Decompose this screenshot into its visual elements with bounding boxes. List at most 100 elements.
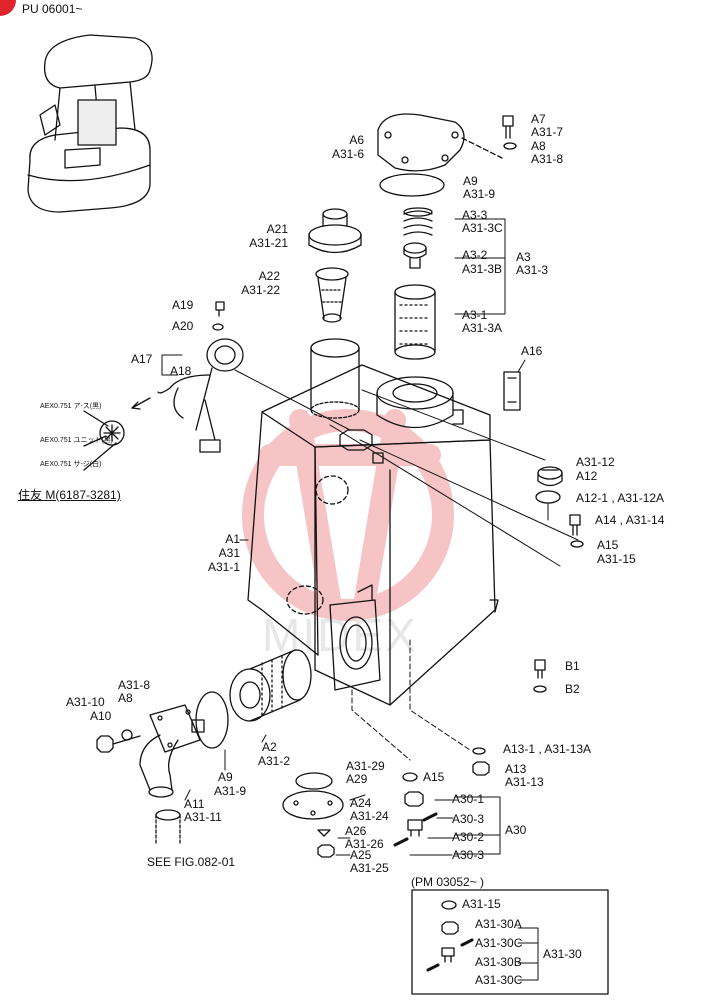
sensor-maker-label: 住友 M(6187-3281)	[18, 488, 121, 502]
o-ring-a9	[379, 173, 445, 197]
label-a31-3c: A31-3C	[462, 221, 503, 235]
bolt-a25	[317, 844, 335, 858]
label-b2: B2	[565, 682, 580, 696]
suction-elbow-a11	[139, 704, 201, 798]
label-a31-3b: A31-3B	[462, 262, 503, 276]
label-a30-3: A30-3	[452, 812, 485, 826]
washer-a8	[503, 142, 517, 150]
washer-a15-mid	[402, 772, 418, 782]
machine-thumbnail	[27, 34, 153, 213]
filter-element-a3-1	[394, 284, 436, 360]
washer-a8-lower	[121, 729, 133, 741]
hydraulic-tank-a1	[247, 364, 499, 706]
label-b1: B1	[565, 659, 580, 673]
washer-a20	[212, 323, 224, 331]
label-a31-22: A31-22	[241, 283, 280, 297]
label-see-fig: SEE FIG.082-01	[147, 855, 236, 869]
screw-a19	[215, 301, 225, 317]
label-a19: A19	[172, 298, 194, 312]
bolt-b1	[534, 659, 546, 679]
o-ring-a12-1	[535, 490, 561, 504]
label-a29: A29	[346, 772, 368, 786]
variant-box-title: (PM 03052~ )	[411, 875, 485, 889]
variant-box-frame	[411, 889, 609, 995]
label-a31-8: A31-8	[531, 152, 564, 166]
label-a31-11: A31-11	[184, 810, 222, 824]
spring-a3-3	[403, 207, 433, 236]
label-a31-9-lower: A31-9	[214, 784, 247, 798]
label-a20: A20	[172, 319, 194, 333]
label-a12: A12	[576, 469, 598, 483]
label-a15-top: A15	[597, 538, 619, 552]
label-a24: A24	[350, 796, 372, 810]
plug-a12	[537, 466, 563, 487]
label-a13: A13	[505, 762, 527, 776]
cover-a24	[282, 790, 344, 820]
bolt-a14	[569, 514, 581, 536]
sensor-connector-inset	[83, 397, 151, 471]
label-a3-2: A3-2	[462, 248, 488, 262]
label-a18: A18	[170, 364, 192, 378]
filler-neck	[310, 338, 360, 419]
variant-item-a31-30c: A31-30C	[475, 936, 523, 950]
fitting-a30-1	[404, 791, 424, 807]
label-a31-8-lower: A31-8	[118, 678, 151, 692]
label-a10: A10	[90, 709, 112, 723]
label-a31-13: A31-13	[505, 775, 544, 789]
label-a25: A25	[350, 848, 372, 862]
label-a12-1: A12-1 , A31-12A	[576, 491, 665, 505]
label-a31-1: A31-1	[207, 560, 240, 574]
bracket-a16	[503, 371, 521, 411]
label-a16: A16	[521, 344, 543, 358]
label-a31-25: A31-25	[350, 861, 389, 875]
sensor-label-ground: AEX0.751 ア-ス(黒)	[40, 403, 102, 410]
label-a31: A31	[218, 546, 240, 560]
label-a30: A30	[505, 823, 527, 837]
filter-element-a2	[229, 649, 312, 722]
label-a2: A2	[262, 740, 277, 754]
label-a21: A21	[266, 222, 288, 236]
gasket-a13-1	[472, 747, 486, 755]
label-a8: A8	[531, 139, 546, 153]
filler-cap-a21	[308, 208, 362, 254]
plug-a13	[472, 761, 490, 776]
label-a31-21: A31-21	[249, 236, 288, 250]
sensor-label-unit: AEX0.751 ユニット(黒)	[40, 437, 114, 444]
variant-item-a31-30a: A31-30A	[475, 917, 522, 931]
washer-a15	[570, 540, 584, 548]
label-a26: A26	[345, 824, 367, 838]
label-a31-10: A31-10	[66, 695, 105, 709]
label-a15-mid: A15	[423, 770, 445, 784]
filter-housing	[376, 376, 464, 429]
label-a3: A3	[516, 250, 531, 264]
label-a31-15-top: A31-15	[597, 552, 636, 566]
label-a17: A17	[131, 352, 153, 366]
washer-b2	[533, 685, 547, 693]
label-a31-9: A31-9	[463, 187, 496, 201]
suction-hose	[155, 809, 181, 846]
label-a22: A22	[258, 269, 280, 283]
tank-cover-a6	[377, 113, 465, 172]
label-a31-24: A31-24	[350, 809, 389, 823]
plug-nut	[339, 429, 373, 451]
label-a1: A1	[225, 532, 240, 546]
label-a6: A6	[349, 133, 364, 147]
label-a9-lower: A9	[218, 770, 233, 784]
label-a30-1: A30-1	[452, 792, 485, 806]
o-ring-a29	[295, 772, 333, 790]
serial-note: PU 06001~	[22, 2, 83, 16]
label-a8-lower: A8	[118, 691, 133, 705]
label-a31-2: A31-2	[258, 754, 291, 768]
bolt-a7	[502, 115, 514, 139]
label-a9: A9	[463, 174, 478, 188]
label-a7: A7	[531, 112, 546, 126]
label-a13-1: A13-1 , A31-13A	[503, 742, 592, 756]
label-a31-3a: A31-3A	[462, 321, 503, 335]
label-a14: A14 , A31-14	[595, 513, 665, 527]
washer-a26	[317, 829, 331, 837]
pin-a30-3	[422, 812, 438, 822]
label-a31-3: A31-3	[516, 263, 549, 277]
variant-group-a31-30: A31-30	[543, 947, 582, 961]
